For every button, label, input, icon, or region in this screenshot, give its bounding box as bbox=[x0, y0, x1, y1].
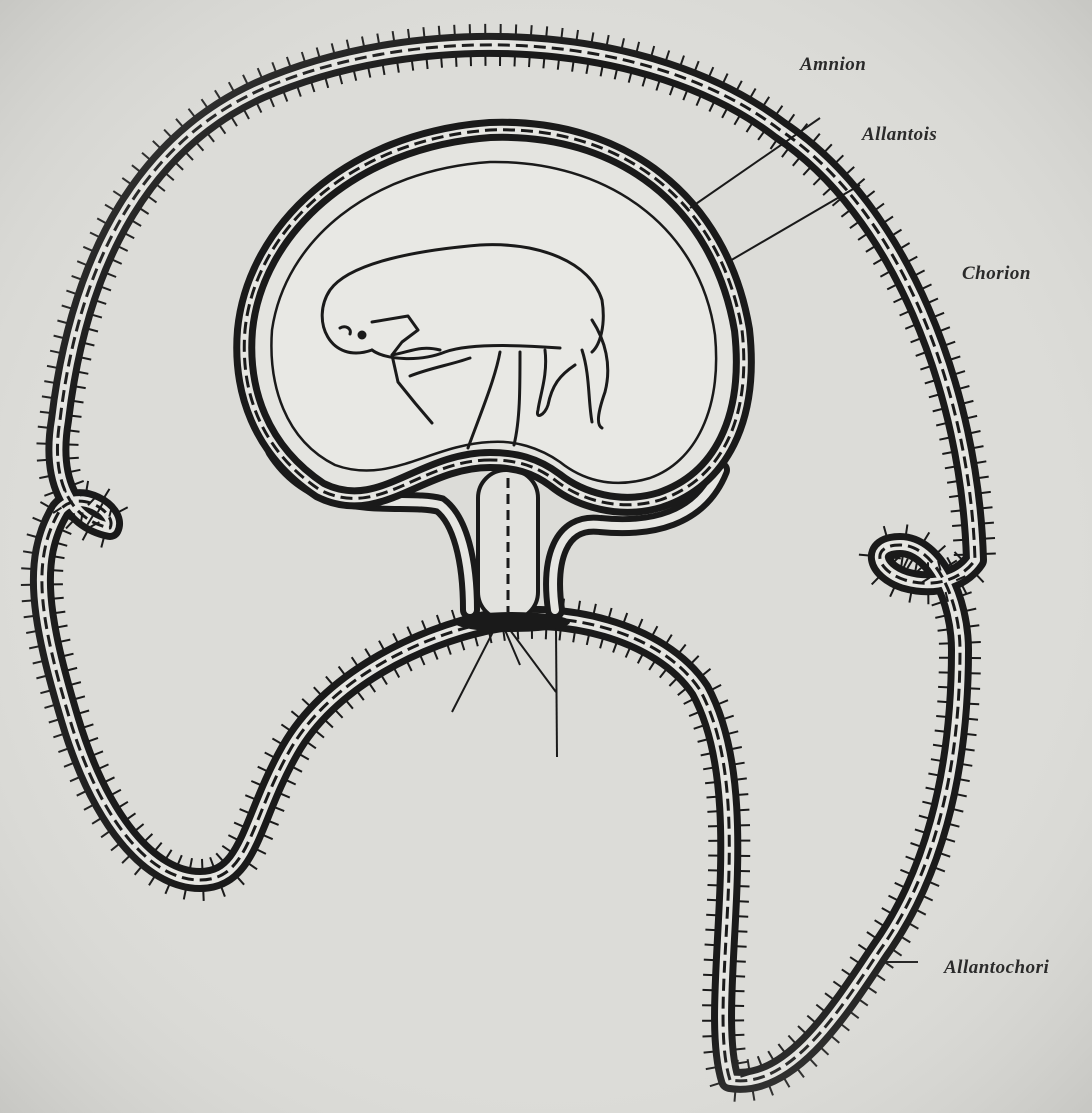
chorion-label: Chorion bbox=[962, 263, 1031, 285]
allantochorion-label: Allantochori bbox=[944, 957, 1049, 979]
allantois-label: Allantois bbox=[862, 124, 937, 146]
amnion-label: Amnion bbox=[800, 54, 866, 76]
